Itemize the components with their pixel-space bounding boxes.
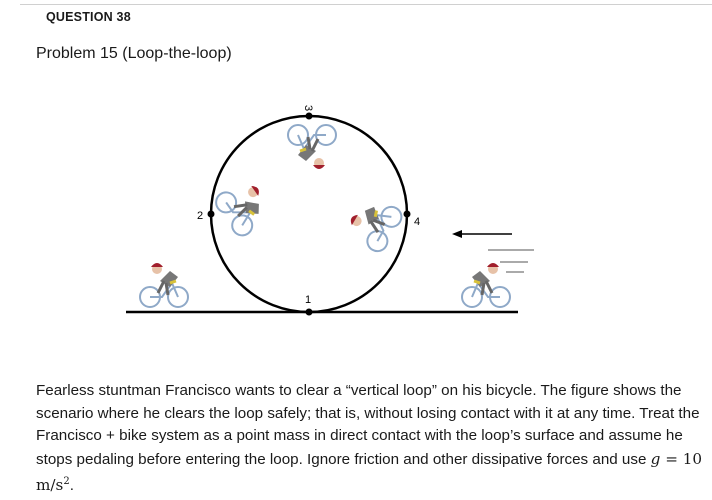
rider-left-icon xyxy=(138,261,190,309)
g-symbol: g xyxy=(650,449,661,468)
point-1-marker xyxy=(305,308,313,316)
statement-end: . xyxy=(69,477,74,495)
question-header: QUESTION 38 xyxy=(46,10,131,24)
rider-right-icon xyxy=(460,261,512,309)
top-divider xyxy=(20,4,712,5)
loop-figure: 1 2 3 4 xyxy=(126,105,534,316)
point-3-marker xyxy=(305,112,313,120)
problem-title: Problem 15 (Loop-the-loop) xyxy=(36,45,232,62)
point-1-label: 1 xyxy=(305,294,311,306)
point-4-label: 4 xyxy=(414,216,420,228)
point-2-label: 2 xyxy=(197,210,203,222)
rider-point2-icon xyxy=(210,173,278,241)
point-3-label: 3 xyxy=(302,105,314,111)
arrow-head-icon xyxy=(452,230,462,238)
g-exponent: 2 xyxy=(63,476,70,487)
g-value: = 10 m/s xyxy=(36,449,703,495)
point-2-marker xyxy=(207,210,215,218)
point-4-marker xyxy=(403,210,411,218)
statement-text: Fearless stuntman Francisco wants to cle… xyxy=(36,382,700,468)
rider-point4-icon xyxy=(341,189,407,257)
problem-statement: Fearless stuntman Francisco wants to cle… xyxy=(36,380,706,498)
rider-point3-icon xyxy=(286,123,338,171)
